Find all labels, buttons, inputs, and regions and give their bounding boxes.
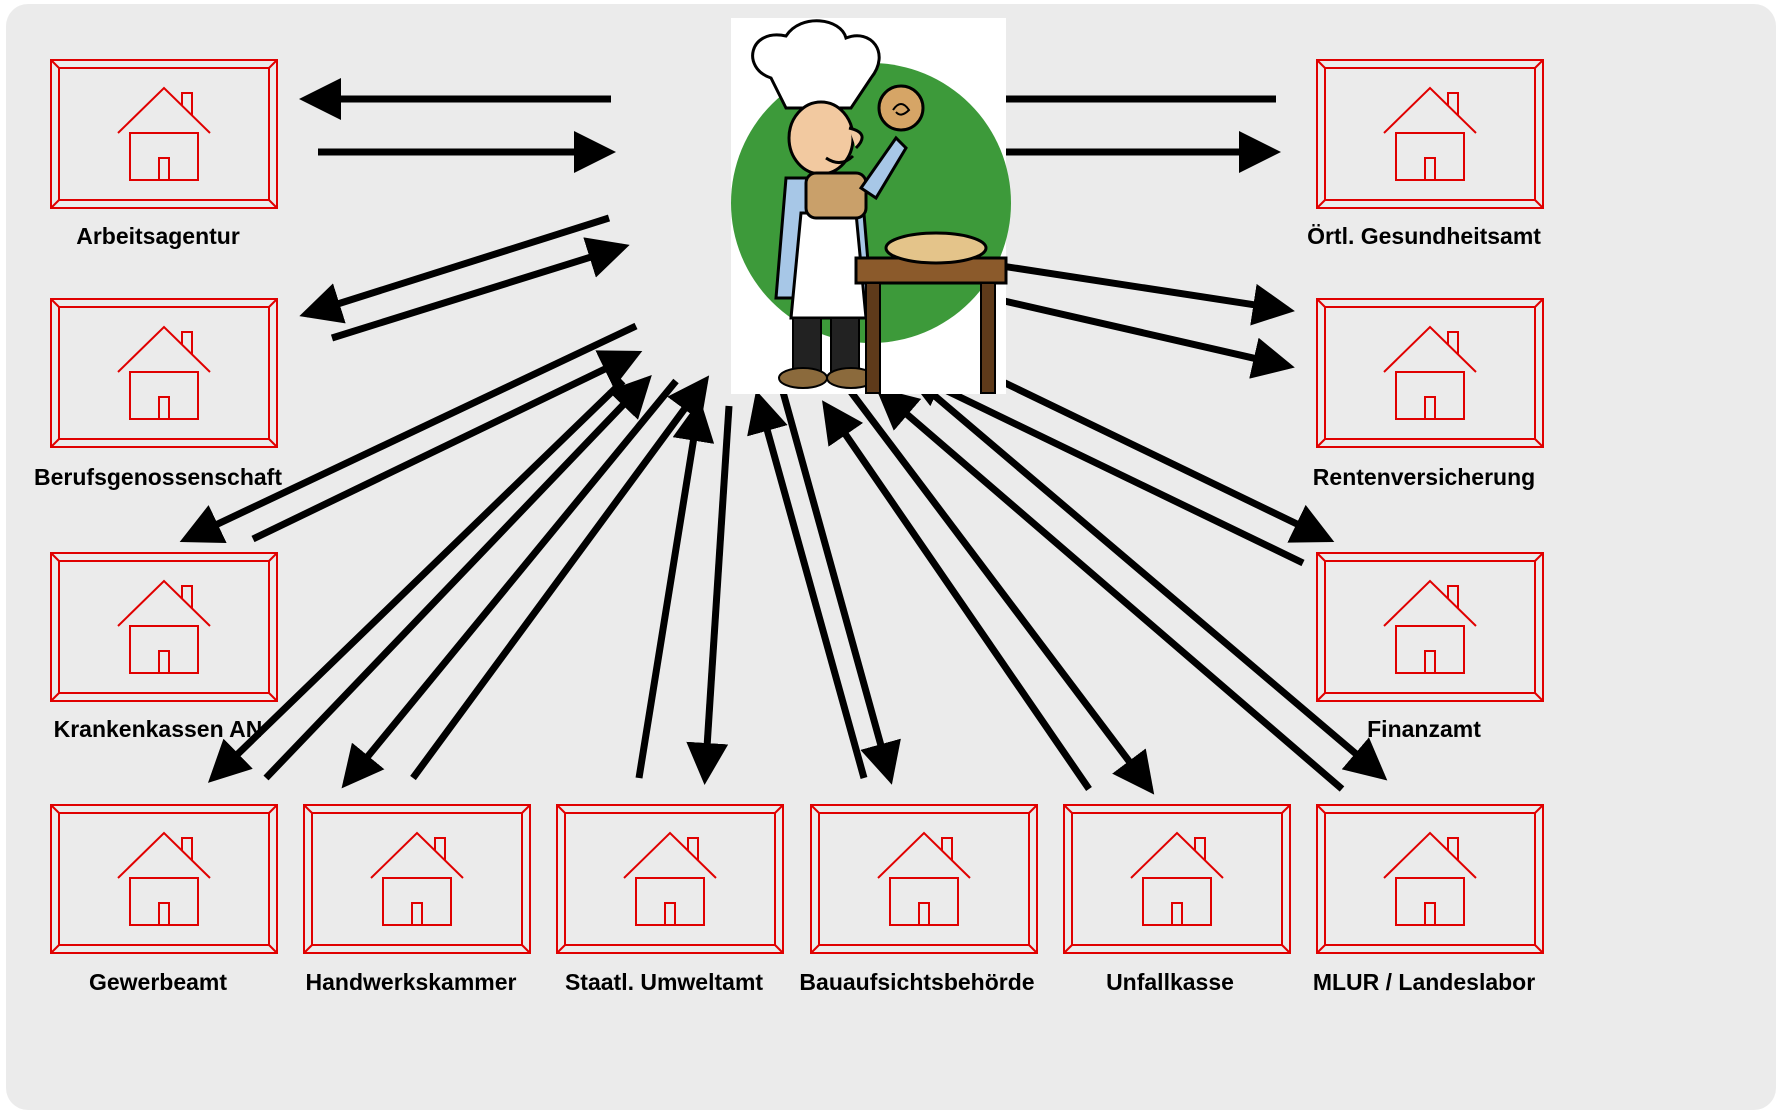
- office-label-arbeitsagentur: Arbeitsagentur: [76, 223, 240, 249]
- house-icon: [1384, 327, 1476, 419]
- house-icon: [1384, 88, 1476, 180]
- office-box-finanzamt: [1317, 553, 1543, 701]
- arrow-unfallkasse-0: [826, 406, 1089, 789]
- house-icon: [878, 833, 970, 925]
- house-icon: [118, 88, 210, 180]
- house-icon: [118, 833, 210, 925]
- office-box-gesundheitsamt: [1317, 60, 1543, 208]
- house-icon: [1384, 581, 1476, 673]
- office-label-umweltamt: Staatl. Umweltamt: [565, 969, 763, 995]
- office-box-mlur: [1317, 805, 1543, 953]
- office-label-handwerkskammer: Handwerkskammer: [306, 969, 517, 995]
- house-icon: [371, 833, 463, 925]
- office-box-bauaufsicht: [811, 805, 1037, 953]
- baker-illustration: [731, 18, 1011, 394]
- office-label-rentenversicherung: Rentenversicherung: [1313, 464, 1535, 490]
- office-box-krankenkassen: [51, 553, 277, 701]
- office-label-berufsgenossenschaft: Berufsgenossenschaft: [34, 464, 282, 490]
- office-box-umweltamt: [557, 805, 783, 953]
- diagram-svg: [6, 4, 1776, 1110]
- arrow-mlur-1: [916, 380, 1382, 776]
- office-label-mlur: MLUR / Landeslabor: [1313, 969, 1535, 995]
- arrow-umweltamt-1: [705, 406, 729, 778]
- office-label-finanzamt: Finanzamt: [1367, 716, 1481, 742]
- house-icon: [118, 581, 210, 673]
- office-label-krankenkassen: Krankenkassen AN: [54, 716, 263, 742]
- office-label-bauaufsicht: Bauaufsichtsbehörde: [799, 969, 1034, 995]
- office-label-unfallkasse: Unfallkasse: [1106, 969, 1234, 995]
- house-icon: [624, 833, 716, 925]
- arrow-bauaufsicht-1: [783, 392, 890, 778]
- house-icon: [118, 327, 210, 419]
- house-icon: [1131, 833, 1223, 925]
- office-box-handwerkskammer: [304, 805, 530, 953]
- office-box-rentenversicherung: [1317, 299, 1543, 447]
- house-icon: [1384, 833, 1476, 925]
- arrow-bauaufsicht-0: [758, 397, 864, 778]
- office-label-gesundheitsamt: Örtl. Gesundheitsamt: [1307, 223, 1541, 249]
- office-box-unfallkasse: [1064, 805, 1290, 953]
- office-label-gewerbeamt: Gewerbeamt: [89, 969, 227, 995]
- office-box-gewerbeamt: [51, 805, 277, 953]
- office-box-berufsgenossenschaft: [51, 299, 277, 447]
- office-box-arbeitsagentur: [51, 60, 277, 208]
